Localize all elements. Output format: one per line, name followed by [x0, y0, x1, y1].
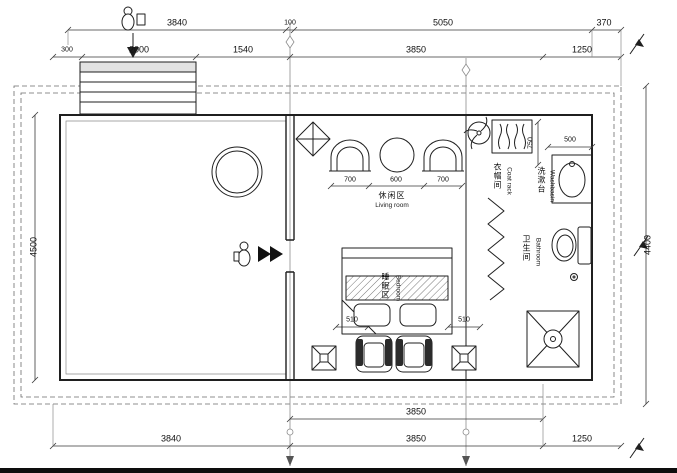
dim-bottom-3840: 3840	[160, 433, 182, 444]
grid-lines	[285, 22, 471, 466]
dim-top2-1540: 1540	[232, 44, 254, 55]
toilet	[551, 226, 592, 265]
coat-rack-label-zh: 衣帽间	[493, 162, 502, 190]
dim-table-600: 600	[390, 176, 402, 184]
person-icon-entry	[121, 6, 146, 31]
dimension-lines	[31, 26, 650, 450]
washbasin-label-en: Washbasin	[548, 170, 556, 202]
floor-drain	[570, 273, 578, 281]
entry-steps	[79, 61, 197, 115]
dim-left-4500: 4500	[28, 236, 39, 258]
roof-overhang-outline	[13, 85, 622, 405]
dim-bottom-inner-3850: 3850	[405, 406, 427, 417]
living-room-label-zh: 休闲区	[378, 191, 406, 200]
dim-closet-750: 750	[527, 137, 535, 149]
dim-top-5050: 5050	[432, 17, 454, 28]
dim-top2-300: 300	[61, 46, 73, 54]
coat-rack-label-en: Coat rack	[505, 167, 513, 195]
section-marker-top-right	[629, 33, 645, 55]
bedroom-label-en: Bedroom	[394, 274, 402, 302]
person-icon-deck	[233, 241, 251, 267]
lounge-chair-left	[329, 139, 371, 172]
dim-closet-500: 500	[564, 136, 576, 144]
media-cabinet-left	[311, 345, 337, 371]
shower-tray	[526, 310, 580, 368]
bed-bench-right	[395, 335, 433, 373]
ceiling-light-diamond	[295, 121, 331, 157]
dim-top2-3850: 3850	[405, 44, 427, 55]
living-room-label-en: Living room	[375, 201, 409, 209]
dim-top-3840: 3840	[166, 17, 188, 28]
bed-bench-left	[355, 335, 393, 373]
dim-top-370: 370	[596, 17, 612, 28]
deck-entry-arrows	[258, 246, 283, 262]
building-walls	[59, 114, 593, 381]
bed	[341, 247, 453, 335]
dim-bottom-1250: 1250	[571, 433, 593, 444]
dim-top2-2000: 2000	[128, 44, 150, 55]
dim-bottom-3850: 3850	[405, 433, 427, 444]
dim-chair-right-700: 700	[437, 176, 449, 184]
dim-top-100: 100	[284, 19, 296, 27]
side-table	[379, 137, 415, 173]
media-cabinet-right	[451, 345, 477, 371]
entry-direction-arrow	[127, 33, 139, 58]
bedroom-label-zh: 睡眠区	[381, 272, 390, 300]
lounge-chair-right	[422, 139, 464, 172]
folding-partition	[487, 197, 505, 301]
washbasin-label-zh: 洗漱台	[537, 166, 546, 194]
bathroom-label-zh: 卫生间	[522, 234, 531, 262]
washbasin-counter	[551, 154, 593, 204]
dim-top2-1250: 1250	[571, 44, 593, 55]
dim-chair-left-700: 700	[344, 176, 356, 184]
exhaust-fan	[463, 116, 491, 150]
dim-right-4400: 4400	[642, 234, 653, 256]
coat-rack-closet	[491, 119, 533, 154]
dim-bed-left-510: 510	[346, 316, 358, 324]
page-bottom-edge	[0, 468, 677, 473]
section-marker-bottom-right	[629, 437, 645, 459]
deck-table	[211, 146, 263, 198]
bathroom-label-en: Bathroom	[534, 237, 542, 267]
section-marker-right	[633, 235, 649, 257]
dim-bed-right-510: 510	[458, 316, 470, 324]
